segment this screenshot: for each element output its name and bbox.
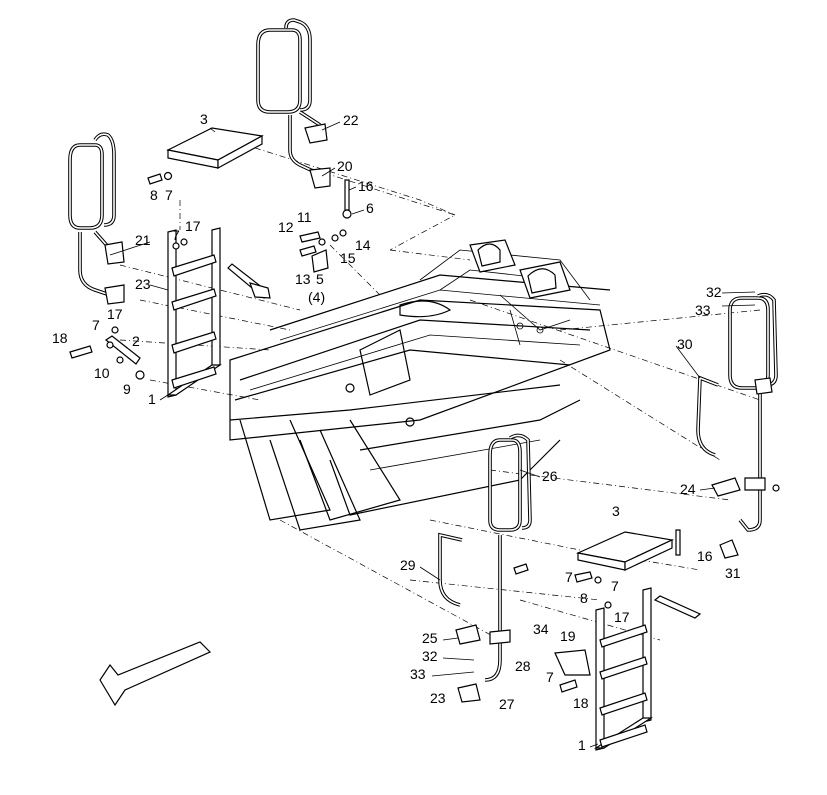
callout-7-upper: 7 bbox=[165, 187, 173, 203]
ladder-lower-right bbox=[554, 571, 702, 751]
step-plate-lower bbox=[576, 531, 674, 571]
callout-5: 5 bbox=[316, 271, 324, 287]
callout-33-upper: 33 bbox=[695, 302, 711, 318]
callout-33-lower: 33 bbox=[410, 666, 426, 682]
callout-3-upper: 3 bbox=[200, 111, 208, 127]
callout-21: 21 bbox=[135, 232, 151, 248]
direction-arrow bbox=[99, 641, 212, 707]
callout-29: 29 bbox=[400, 557, 416, 573]
handrail-upper-left bbox=[68, 132, 125, 305]
callout-7-lower-b: 7 bbox=[611, 578, 619, 594]
callout-13: 13 bbox=[295, 271, 311, 287]
callout-10: 10 bbox=[94, 365, 110, 381]
callout-18-upper: 18 bbox=[52, 330, 68, 346]
callout-24: 24 bbox=[680, 481, 696, 497]
callout-30: 30 bbox=[677, 336, 693, 352]
callout-32-lower: 32 bbox=[422, 648, 438, 664]
callout-12: 12 bbox=[278, 219, 294, 235]
callout-8-upper: 8 bbox=[150, 187, 158, 203]
callout-7-left: 7 bbox=[92, 317, 100, 333]
handrail-upper-right bbox=[256, 18, 331, 189]
callout-4: (4) bbox=[308, 289, 325, 305]
callout-17-lower: 17 bbox=[614, 609, 630, 625]
callout-16-upper: 16 bbox=[358, 178, 374, 194]
callout-leaders bbox=[109, 121, 756, 748]
callout-9: 9 bbox=[123, 381, 131, 397]
fasteners-upper bbox=[147, 171, 352, 273]
callout-14: 14 bbox=[355, 237, 371, 253]
step-plate-upper bbox=[166, 127, 264, 170]
callout-8-lower: 8 bbox=[580, 590, 588, 606]
callout-17-left: 17 bbox=[107, 306, 123, 322]
callout-7-mid: 7 bbox=[172, 227, 180, 243]
callout-22: 22 bbox=[343, 112, 359, 128]
callout-1-lower: 1 bbox=[578, 737, 586, 753]
callout-17-upper: 17 bbox=[185, 218, 201, 234]
callout-28: 28 bbox=[515, 658, 531, 674]
callout-6: 6 bbox=[366, 200, 374, 216]
callout-16-lower: 16 bbox=[697, 548, 713, 564]
callout-1-upper: 1 bbox=[148, 391, 156, 407]
callout-31: 31 bbox=[725, 565, 741, 581]
callout-23-upper: 23 bbox=[135, 276, 151, 292]
callout-15: 15 bbox=[340, 250, 356, 266]
callout-11: 11 bbox=[297, 209, 312, 225]
callout-27: 27 bbox=[499, 696, 515, 712]
callout-18-lower: 18 bbox=[573, 695, 589, 711]
callout-25: 25 bbox=[422, 630, 438, 646]
callout-7-lower-c: 7 bbox=[546, 669, 554, 685]
callout-2: 2 bbox=[132, 333, 140, 349]
callout-23-lower: 23 bbox=[430, 690, 446, 706]
callout-20: 20 bbox=[337, 158, 353, 174]
callout-19: 19 bbox=[560, 628, 576, 644]
callout-labels: 3 22 20 16 6 8 7 11 12 14 15 13 5 (4) 17… bbox=[52, 111, 741, 753]
callout-34: 34 bbox=[533, 621, 549, 637]
handrail-lower-middle bbox=[438, 433, 532, 703]
callout-32-upper: 32 bbox=[706, 284, 722, 300]
machine-frame bbox=[229, 239, 611, 531]
handrail-right bbox=[675, 292, 780, 559]
callout-7-lower-a: 7 bbox=[565, 569, 573, 585]
ladder-upper-left bbox=[69, 227, 271, 398]
callout-3-lower: 3 bbox=[612, 503, 620, 519]
callout-26: 26 bbox=[542, 468, 558, 484]
